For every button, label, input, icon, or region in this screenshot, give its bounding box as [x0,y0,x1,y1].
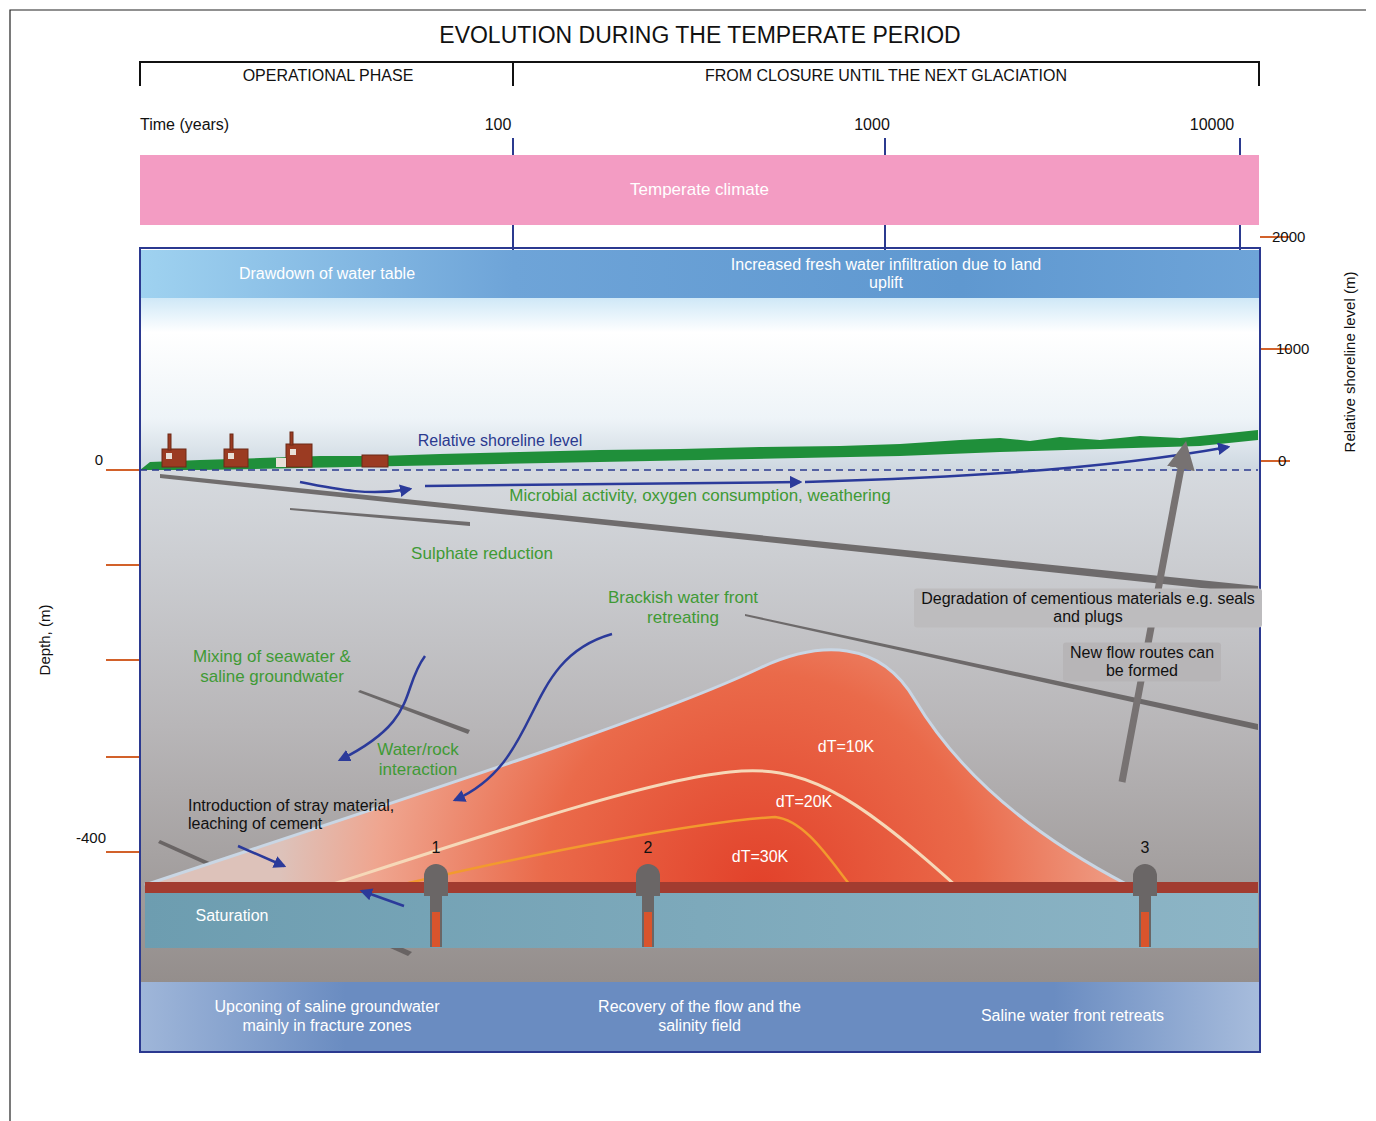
process-band: Increased fresh water infiltration due t… [513,250,1259,298]
axis-label: 0 [1278,452,1286,469]
process-label: Microbial activity, oxygen consumption, … [509,486,890,506]
band-text: Drawdown of water table [239,265,415,283]
band-text: Saline water front retreats [981,1007,1164,1025]
process-label: Water/rock interaction [363,740,473,779]
process-label: Introduction of stray material, leaching… [188,797,438,834]
isotherm-label: dT=30K [732,848,788,866]
isotherm-label: dT=20K [776,793,832,811]
process-label: Mixing of seawater & saline groundwater [172,647,372,686]
process-band: Upconing of saline groundwater mainly in… [141,982,513,1051]
process-label: Relative shoreline level [418,432,583,450]
axis-label: -400 [76,829,106,846]
axis-label: 1000 [854,116,890,134]
axis-label: 2000 [1272,228,1305,245]
phase-heading: FROM CLOSURE UNTIL THE NEXT GLACIATION [705,67,1067,85]
band-text: Temperate climate [630,180,769,200]
axis-label: Depth, (m) [36,605,53,676]
callout-number: 2 [644,839,653,857]
process-label: Saturation [196,907,269,925]
axis-label: 1000 [1276,340,1309,357]
axis-label: Relative shoreline level (m) [1341,272,1358,453]
band-text: Recovery of the flow and the salinity fi… [585,998,815,1035]
band-text: Increased fresh water infiltration due t… [721,256,1051,293]
axis-label: 100 [485,116,512,134]
band-text: Upconing of saline groundwater mainly in… [202,998,452,1035]
axis-label: 10000 [1190,116,1235,134]
isotherm-label: dT=10K [818,738,874,756]
process-band: Recovery of the flow and the salinity fi… [513,982,886,1051]
climate-band: Temperate climate [140,155,1259,225]
phase-heading: OPERATIONAL PHASE [243,67,414,85]
callout-number: 3 [1141,839,1150,857]
process-band: Saline water front retreats [886,982,1259,1051]
callout-number: 1 [432,839,441,857]
process-label: Degradation of cementious materials e.g.… [914,589,1262,628]
process-label: Sulphate reduction [411,544,553,564]
title: EVOLUTION DURING THE TEMPERATE PERIOD [439,22,960,48]
axis-label: Time (years) [140,116,229,134]
process-label: New flow routes can be formed [1063,643,1221,682]
process-label: Brackish water front retreating [588,588,778,627]
process-band: Drawdown of water table [141,250,513,298]
axis-label: 0 [95,451,103,468]
